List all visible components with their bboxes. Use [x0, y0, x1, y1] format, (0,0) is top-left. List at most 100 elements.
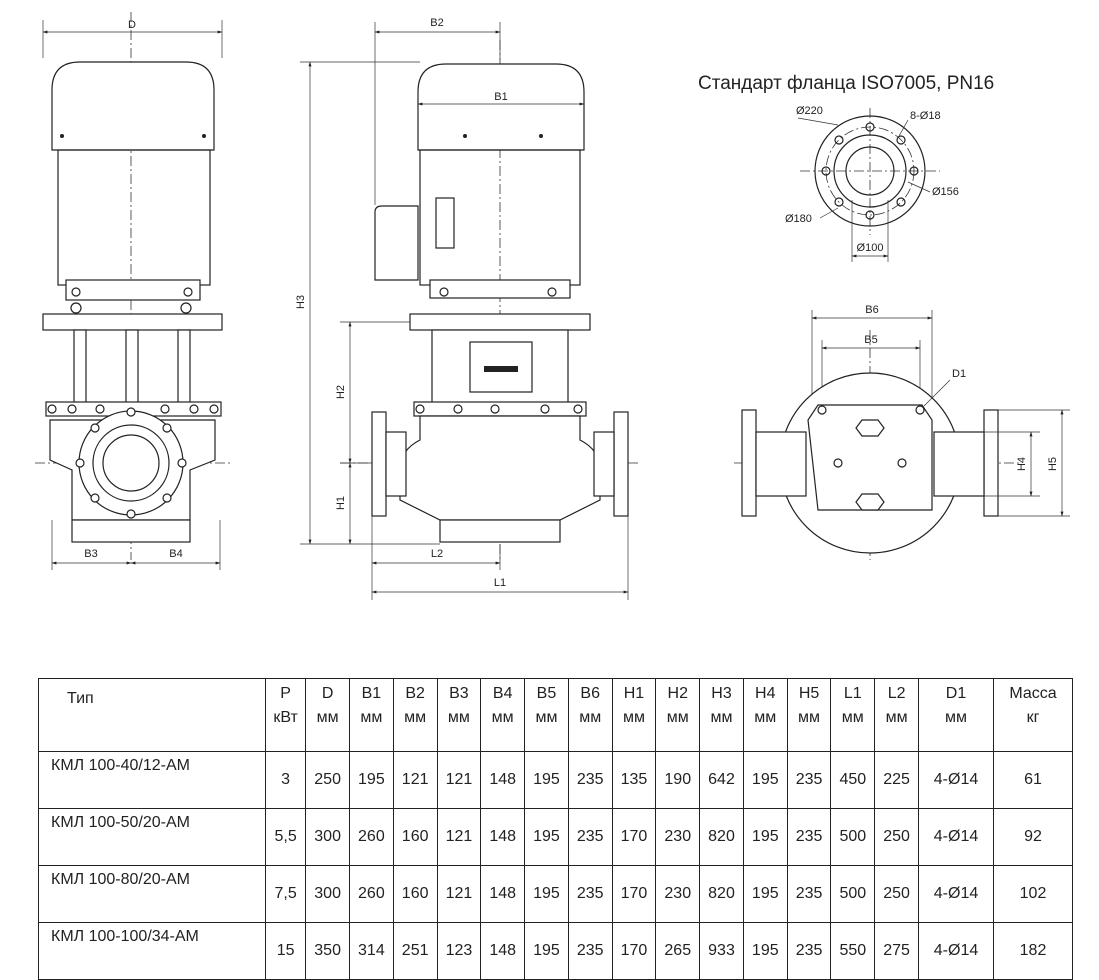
dim-d1-label: D1	[952, 368, 966, 380]
col-header-unit: мм	[798, 709, 821, 726]
col-header-unit: мм	[491, 709, 514, 726]
dim-h3-label: H3	[295, 295, 307, 309]
col-header-unit: мм	[666, 709, 689, 726]
table-cell: 148	[480, 922, 526, 980]
table-cell: 235	[786, 922, 832, 980]
table-cell: 92	[993, 808, 1073, 866]
table-cell: 225	[874, 751, 919, 809]
col-header: D1 мм	[918, 678, 994, 752]
table-cell: 314	[349, 922, 394, 980]
table-cell: 275	[874, 922, 919, 980]
dim-flange-180: Ø180	[785, 213, 812, 225]
flange-view: Стандарт фланца ISO7005, PN16 Ø220 8-Ø18…	[698, 73, 994, 262]
dim-flange-100: Ø100	[857, 242, 884, 254]
dim-h5-label: H5	[1047, 457, 1059, 471]
dim-l2-label: L2	[431, 548, 443, 560]
table-cell: 195	[524, 865, 569, 923]
col-header-unit: мм	[316, 709, 339, 726]
table-cell: 250	[874, 865, 919, 923]
col-header-unit: мм	[754, 709, 777, 726]
table-cell: 230	[655, 865, 701, 923]
table-cell: 300	[305, 865, 350, 923]
table-cell: 148	[480, 865, 526, 923]
dim-l1-label: L1	[494, 577, 506, 589]
table-cell: 170	[611, 865, 657, 923]
table-cell: 195	[742, 808, 788, 866]
table-cell: 182	[993, 922, 1073, 980]
side-view: B2 B1	[295, 17, 640, 600]
col-header-name: P	[280, 685, 291, 702]
table-cell: 500	[830, 865, 876, 923]
pump-type-cell: КМЛ 100-40/12-АМ	[38, 751, 266, 809]
dim-b6-label: B6	[865, 304, 878, 316]
col-header-unit: мм	[535, 709, 558, 726]
dim-b4-label: B4	[169, 548, 182, 560]
col-header-name: D1	[945, 685, 967, 702]
col-header-unit: мм	[360, 709, 383, 726]
dim-flange-holes: 8-Ø18	[910, 110, 941, 122]
col-header-unit: мм	[579, 709, 602, 726]
table-cell: 4-Ø14	[918, 751, 994, 809]
front-view: D B3	[35, 12, 232, 570]
pump-drawing: D B3	[35, 12, 1070, 600]
col-header: H4 мм	[742, 678, 788, 752]
col-header-name: Масса	[1009, 685, 1057, 702]
col-header-unit: мм	[622, 709, 645, 726]
pump-type-cell: КМЛ 100-100/34-АМ	[38, 922, 266, 980]
col-header-unit: мм	[945, 709, 967, 726]
table-cell: 190	[655, 751, 701, 809]
col-header-unit: мм	[447, 709, 470, 726]
table-cell: 15	[264, 922, 307, 980]
table-cell: 250	[305, 751, 350, 809]
table-cell: 933	[699, 922, 744, 980]
table-cell: 235	[786, 751, 832, 809]
pump-type-cell: КМЛ 100-50/20-АМ	[38, 808, 266, 866]
table-cell: 251	[392, 922, 438, 980]
table-cell: 195	[524, 808, 569, 866]
dim-b5-label: B5	[864, 334, 877, 346]
table-cell: 160	[392, 808, 438, 866]
table-cell: 350	[305, 922, 350, 980]
table-cell: 135	[611, 751, 657, 809]
col-header-name: L2	[887, 685, 906, 702]
col-header: H5 мм	[786, 678, 832, 752]
dim-b2-label: B2	[430, 17, 443, 29]
col-header-name: L1	[843, 685, 862, 702]
col-header-unit: мм	[710, 709, 733, 726]
flange-title: Стандарт фланца ISO7005, PN16	[698, 73, 994, 94]
dim-b1-label: B1	[494, 91, 507, 103]
table-cell: 820	[699, 808, 744, 866]
table-cell: 235	[567, 865, 613, 923]
table-cell: 4-Ø14	[918, 808, 994, 866]
dim-flange-156: Ø156	[932, 186, 959, 198]
table-cell: 4-Ø14	[918, 922, 994, 980]
table-cell: 4-Ø14	[918, 865, 994, 923]
table-cell: 300	[305, 808, 350, 866]
table-cell: 148	[480, 808, 526, 866]
table-cell: 195	[349, 751, 394, 809]
table-cell: 121	[436, 751, 482, 809]
col-header-name: H4	[755, 685, 776, 702]
col-header-name: H5	[798, 685, 820, 702]
table-cell: 250	[874, 808, 919, 866]
table-cell: 3	[264, 751, 307, 809]
dim-h4-label: H4	[1016, 457, 1028, 471]
col-header-name: B2	[405, 685, 425, 702]
table-cell: 5,5	[264, 808, 307, 866]
col-header-name: D	[321, 685, 334, 702]
table-cell: 121	[436, 808, 482, 866]
table-cell: 820	[699, 865, 744, 923]
table-cell: 195	[742, 922, 788, 980]
table-cell: 195	[742, 865, 788, 923]
top-view: B6 B5 D1 H4 H5	[734, 304, 1070, 560]
